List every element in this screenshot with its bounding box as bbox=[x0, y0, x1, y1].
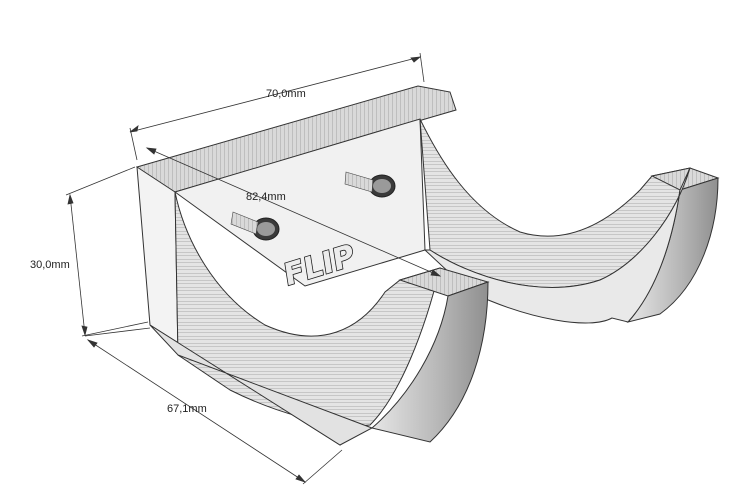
dimension-depth-label: 67,1mm bbox=[167, 403, 207, 415]
back-wall bbox=[136, 85, 720, 324]
dimension-width bbox=[129, 52, 425, 161]
dimension-diagonal bbox=[145, 147, 442, 277]
dimension-width-label: 70,0mm bbox=[266, 88, 306, 100]
back-underside bbox=[423, 167, 691, 324]
dimension-depth bbox=[84, 327, 343, 485]
dimension-diagonal-label: 82,4mm bbox=[246, 191, 286, 203]
front-bottom bbox=[149, 324, 374, 446]
dimension-height bbox=[65, 166, 149, 337]
front-arm bbox=[136, 166, 490, 446]
dimension-height-label: 30,0mm bbox=[30, 259, 70, 271]
screw-hole-left bbox=[230, 211, 280, 241]
screw-hole-right bbox=[344, 171, 396, 198]
front-tip-face bbox=[370, 281, 489, 443]
